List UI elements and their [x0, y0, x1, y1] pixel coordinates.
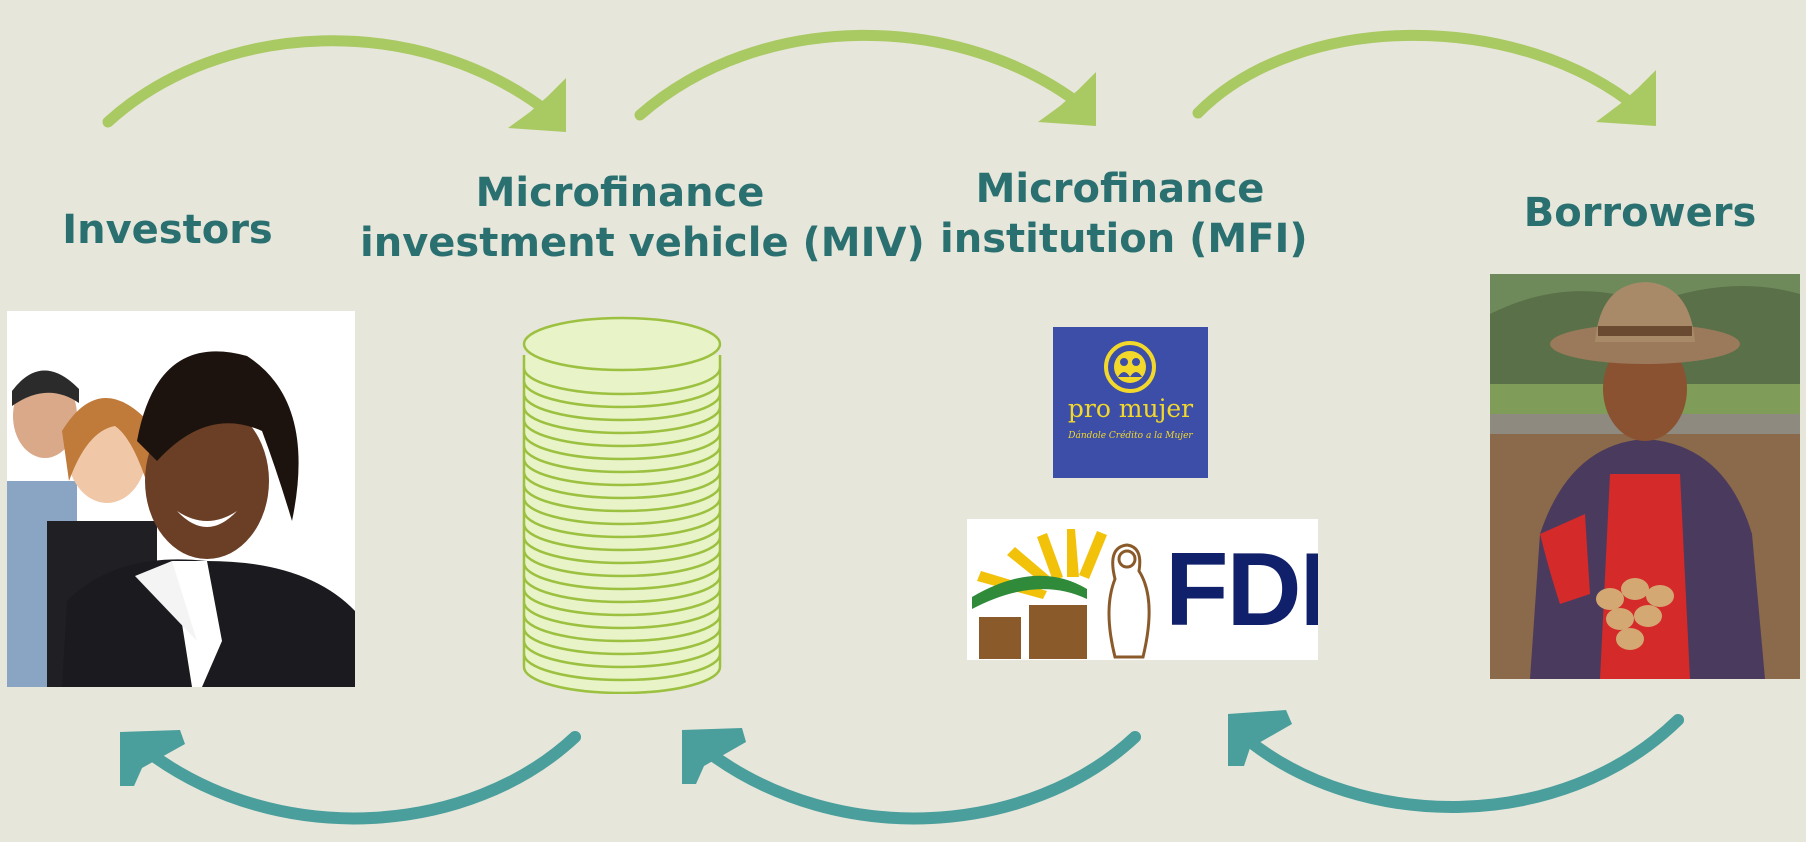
- miv-label-line2: investment vehicle (MIV): [360, 220, 925, 266]
- coin-stack-icon: [522, 316, 722, 694]
- investors-label: Investors: [62, 207, 273, 253]
- pro-mujer-logo: pro mujer Dándole Crédito a la Mujer: [1053, 327, 1208, 478]
- pro-mujer-name: pro mujer: [1067, 394, 1194, 423]
- return-arrow-3-head: [1228, 710, 1292, 766]
- forward-arrow-1-curve: [102, 35, 558, 128]
- forward-arrow-3-head: [1596, 70, 1656, 126]
- fdl-emblem-icon: [972, 529, 1151, 659]
- pro-mujer-tagline: Dándole Crédito a la Mujer: [1068, 431, 1193, 441]
- return-arrow-1-head: [120, 730, 185, 786]
- miv-label: Microfinance investment vehicle (MIV): [360, 168, 925, 268]
- miv-label-line1: Microfinance: [475, 170, 765, 216]
- fdl-logo: FDL: [967, 519, 1318, 660]
- return-arrow-3-curve: [1242, 714, 1684, 813]
- pro-mujer-emblem-icon: [1104, 341, 1156, 393]
- borrowers-label: Borrowers: [1523, 190, 1757, 236]
- fdl-wordmark: FDL: [1165, 532, 1318, 648]
- investors-photo: [7, 311, 355, 687]
- forward-arrow-2-head: [1038, 72, 1096, 126]
- forward-arrow-2-curve: [634, 29, 1091, 121]
- mfi-label-line2: institution (MFI): [940, 216, 1308, 262]
- return-arrow-2-curve: [702, 731, 1141, 825]
- forward-arrow-1-head: [508, 78, 566, 132]
- mfi-label-line1: Microfinance: [975, 166, 1265, 212]
- return-arrow-2-head: [682, 728, 746, 784]
- coin-top-face: [522, 316, 722, 372]
- forward-arrow-3-curve: [1192, 29, 1646, 119]
- return-arrow-1-curve: [142, 731, 581, 825]
- borrower-photo: [1490, 274, 1800, 679]
- mfi-label: Microfinance institution (MFI): [940, 164, 1308, 264]
